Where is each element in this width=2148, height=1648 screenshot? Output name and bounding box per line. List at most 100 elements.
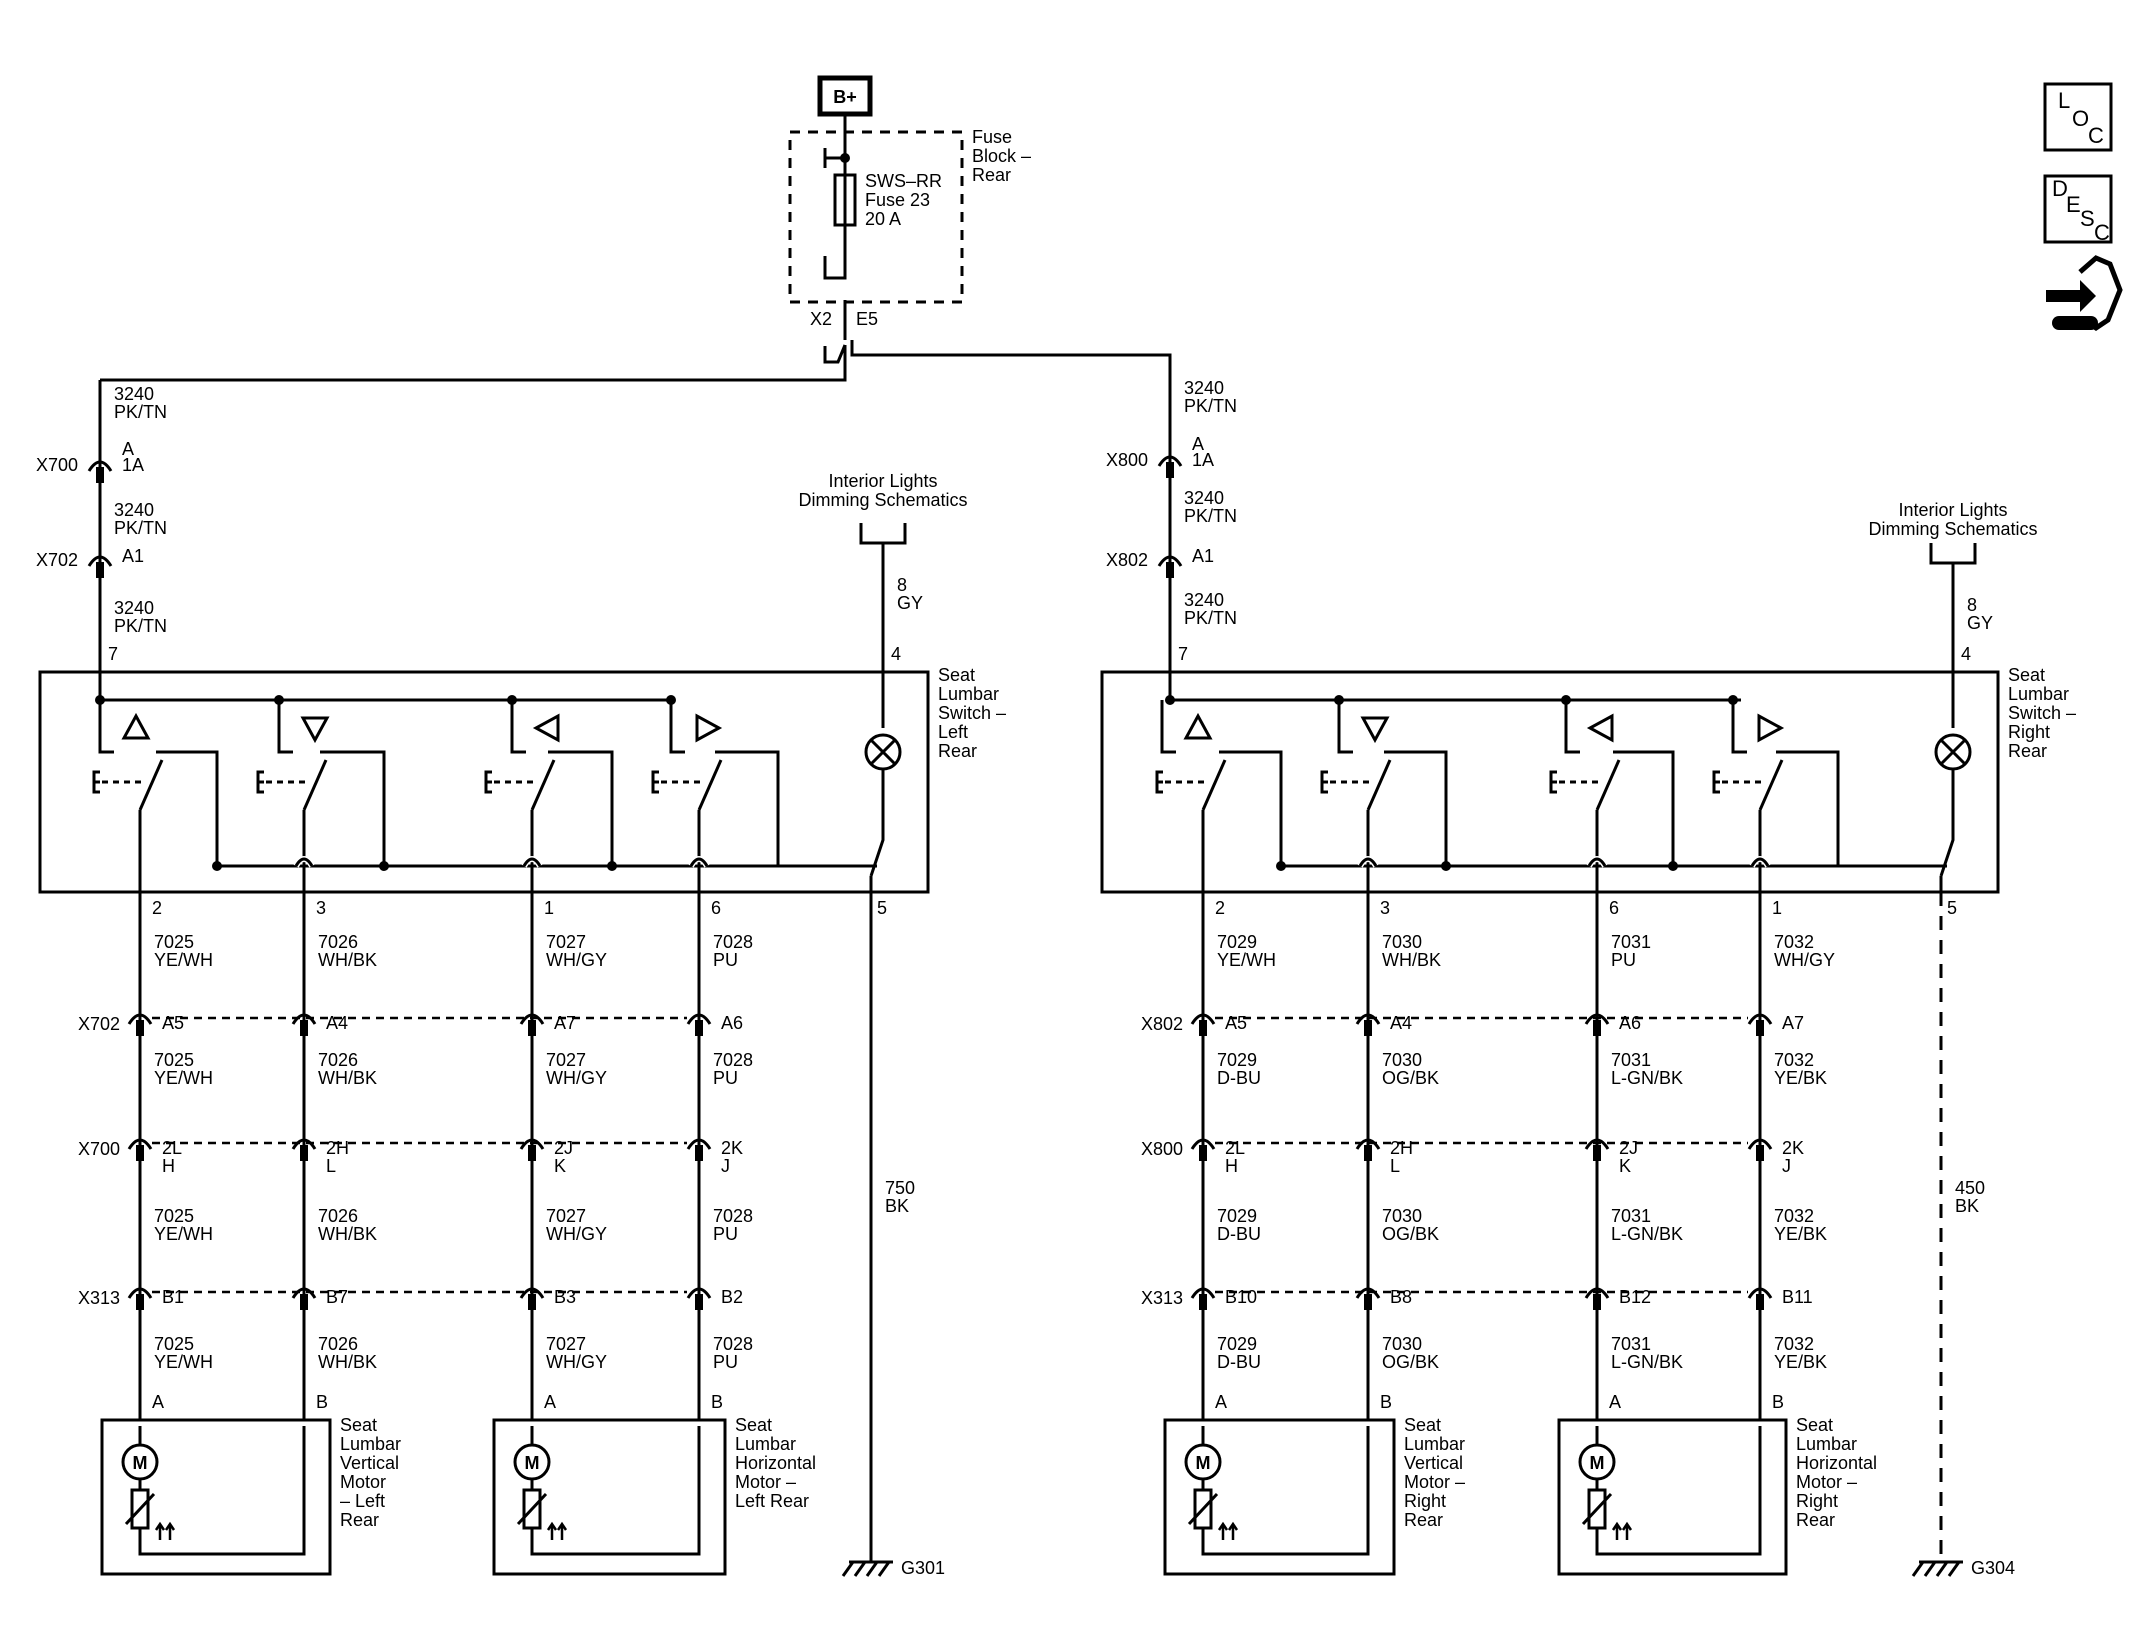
left-channel-1-connector-3 xyxy=(127,1287,153,1310)
right-feed-connector-1-pins-line: 1A xyxy=(1192,450,1214,470)
right-channel-3-motor-pin: A xyxy=(1609,1392,1621,1412)
left-channel-4-connector-3 xyxy=(686,1287,712,1310)
left-motor-1-motor-icon: M xyxy=(121,1443,159,1481)
right-connector-row-2-name: X800 xyxy=(1141,1139,1183,1159)
left-seat-lumbar-switch xyxy=(38,670,930,894)
right-channel-4-wire-label-4-line: YE/BK xyxy=(1774,1352,1827,1372)
left-seat-lumbar-switch-name-line: Seat xyxy=(938,665,975,685)
left-connector-row-1-name: X702 xyxy=(78,1014,120,1034)
left-channel-2-wire-label-3-line: 7026 xyxy=(318,1206,358,1226)
right-channel-4-wire-label-2-line: 7032 xyxy=(1774,1050,1814,1070)
left-switch-arrow-up-icon xyxy=(121,712,151,740)
left-channel-3-wire-label-4-line: 7027 xyxy=(546,1334,586,1354)
fuse-block-name-line: Rear xyxy=(972,165,1011,185)
right-feed-connector-1-pins-line: A xyxy=(1192,434,1204,454)
left-contact-feed-arm xyxy=(98,700,114,754)
left-motor-1-seat-lumbar-motor xyxy=(100,1418,332,1576)
right-motor-1-name-line: Seat xyxy=(1404,1415,1441,1435)
left-channel-3-connector-1 xyxy=(519,1013,545,1036)
left-channel-4-wire-label-3-line: 7028 xyxy=(713,1206,753,1226)
desc-icon: C xyxy=(2094,220,2110,245)
left-channel-3-connector-3 xyxy=(519,1287,545,1310)
right-channel-3-wire-label-2-line: 7031 xyxy=(1611,1050,1651,1070)
left-channel-2-connector-3 xyxy=(291,1287,317,1310)
left-motor-1-name-line: Seat xyxy=(340,1415,377,1435)
right-channel-3-wire-label-1-line: 7031 xyxy=(1611,932,1651,952)
left-switch-contact xyxy=(484,713,614,892)
right-seat-lumbar-switch-name-line: Seat xyxy=(2008,665,2045,685)
right-motor-2-name-line: Motor – xyxy=(1796,1472,1857,1492)
left-ground-bus-splice xyxy=(212,861,222,871)
left-motor-2-name-line: Left Rear xyxy=(735,1491,809,1511)
right-switch-contact xyxy=(1155,712,1283,892)
left-channel-3-connector-2-pins-line: 2J xyxy=(554,1138,573,1158)
left-ground-symbol-icon xyxy=(841,1560,893,1577)
left-channel-2-switch-pin: 3 xyxy=(316,898,326,918)
right-motor-2-seat-lumbar-motor xyxy=(1557,1418,1788,1576)
right-lamp-ground-link xyxy=(1939,769,1955,877)
right-channel-1-connector-1 xyxy=(1190,1013,1216,1036)
right-feed-wire-label-line: 3240 xyxy=(1184,590,1224,610)
left-feed-wire-label-line: 3240 xyxy=(114,598,154,618)
left-feed-connector-1-pins-line: A xyxy=(122,439,134,459)
right-channel-1-wire-label-1-line: YE/WH xyxy=(1217,950,1276,970)
right-channel-1-motor-pin: A xyxy=(1215,1392,1227,1412)
left-feed-wire-label-line: 3240 xyxy=(114,384,154,404)
left-channel-4-wire-label-1-line: PU xyxy=(713,950,738,970)
right-feed-connector-2-name: X802 xyxy=(1106,550,1148,570)
left-switch-contact xyxy=(92,712,219,892)
right-channel-1-connector-2-pins-line: H xyxy=(1225,1156,1238,1176)
left-channel-4-wire-label-4-line: 7028 xyxy=(713,1334,753,1354)
left-contact-feed-arm xyxy=(277,700,293,754)
left-channel-1-wire-label-1-line: YE/WH xyxy=(154,950,213,970)
right-switch-feed-splice xyxy=(1165,695,1175,705)
left-channel-2-connector-3-pin: B7 xyxy=(326,1287,348,1307)
right-motor-2-name-line: Rear xyxy=(1796,1510,1835,1530)
right-seat-lumbar-switch-name-line: Switch – xyxy=(2008,703,2076,723)
svg-text:M: M xyxy=(525,1453,540,1473)
left-channel-3-wire-label-2-line: WH/GY xyxy=(546,1068,607,1088)
fuse-block-name-line: Fuse xyxy=(972,127,1012,147)
fuse-terminal-bottom xyxy=(823,256,847,280)
right-switch-arrow-right-icon xyxy=(1757,713,1785,743)
left-channel-1-wire-label-2-line: YE/WH xyxy=(154,1068,213,1088)
right-connector-row-3-name: X313 xyxy=(1141,1288,1183,1308)
right-dimming-bracket xyxy=(1929,543,1977,565)
right-channel-3-connector-2-pins-line: 2J xyxy=(1619,1138,1638,1158)
right-motor-1-internal-wiring xyxy=(1201,1426,1370,1556)
right-contact-feed-arm xyxy=(1564,700,1580,754)
left-channel-2-wire-label-1-line: WH/BK xyxy=(318,950,377,970)
right-channel-1-wire-label-1-line: 7029 xyxy=(1217,932,1257,952)
right-channel-3-wire-label-1-line: PU xyxy=(1611,950,1636,970)
right-ground-label: G304 xyxy=(1971,1558,2015,1578)
right-motor-1-motor-icon: M xyxy=(1184,1443,1222,1481)
right-channel-2-wire-label-4-line: 7030 xyxy=(1382,1334,1422,1354)
right-channel-2-wire-label-1-line: WH/BK xyxy=(1382,950,1441,970)
left-switch-contact xyxy=(256,716,386,892)
left-interior-lights-dimming-label-line: Interior Lights xyxy=(828,471,937,491)
left-feed-connector-1 xyxy=(87,460,113,483)
right-channel-2-connector-1-pin: A4 xyxy=(1390,1013,1412,1033)
right-channel-3-connector-3-pin: B12 xyxy=(1619,1287,1651,1307)
right-connector-row-1-name: X802 xyxy=(1141,1014,1183,1034)
desc-icon: E xyxy=(2066,192,2081,217)
left-channel-2-connector-1 xyxy=(291,1013,317,1036)
left-channel-3-wire-label-2-line: 7027 xyxy=(546,1050,586,1070)
left-motor-2-position-sensor-icon xyxy=(516,1488,568,1540)
fuse-block-name-line: Block – xyxy=(972,146,1031,166)
left-channel-4-wire-label-4-line: PU xyxy=(713,1352,738,1372)
left-ground-wire-label-line: BK xyxy=(885,1196,909,1216)
left-channel-3-wire-label-1-line: 7027 xyxy=(546,932,586,952)
right-contact-feed-arm xyxy=(1337,700,1353,754)
right-motor-2-name-line: Horizontal xyxy=(1796,1453,1877,1473)
left-channel-1-switch-pin: 2 xyxy=(152,898,162,918)
left-channel-4-wire-label-2-line: 7028 xyxy=(713,1050,753,1070)
right-channel-3-wire-label-4-line: L-GN/BK xyxy=(1611,1352,1683,1372)
left-channel-3-wire-label-4-line: WH/GY xyxy=(546,1352,607,1372)
connector-icon xyxy=(2046,255,2123,332)
right-channel-2-wire-label-2-line: OG/BK xyxy=(1382,1068,1439,1088)
right-channel-3-connector-3 xyxy=(1584,1287,1610,1310)
left-contact-feed-arm xyxy=(510,700,526,754)
right-ground-wire-label-line: BK xyxy=(1955,1196,1979,1216)
